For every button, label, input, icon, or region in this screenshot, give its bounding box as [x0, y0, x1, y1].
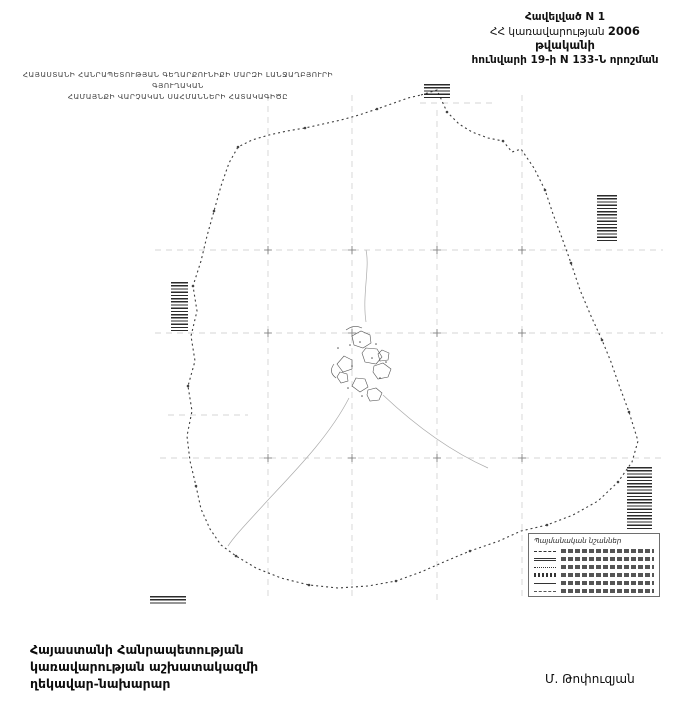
signature-line1: Հայաստանի Հանրապետության	[30, 642, 244, 657]
signature-line2: կառավարության աշխատակազմի	[30, 659, 259, 674]
legend-label-bar	[561, 557, 654, 561]
annotation-block-top	[424, 84, 450, 99]
signer-name: Մ. Թոփուզյան	[545, 672, 635, 686]
settlement-cluster	[331, 326, 392, 402]
legend-row	[534, 547, 654, 555]
appendix-line3: հունվարի 19-ի N 133-Ն որոշման	[471, 53, 659, 66]
road-lines	[227, 249, 489, 547]
map-title-line1: ՀԱՅԱՍՏԱՆԻ ՀԱՆՐԱՊԵՏՈՒԹՅԱՆ ԳԵՂԱՐՔՈՒՆԻՔԻ ՄԱ…	[22, 70, 334, 90]
annotation-column-left	[171, 282, 188, 331]
appendix-line2-text: ՀՀ կառավարության	[490, 25, 608, 38]
legend-row	[534, 555, 654, 563]
boundary-markers	[186, 107, 631, 587]
map-title-line2: ՀԱՄԱՅՆՔԻ ՎԱՐՉԱԿԱՆ ՍԱՀՄԱՆՆԵՐԻ ՀԱՏԱԿԱԳԻԾԸ	[67, 92, 289, 101]
legend-symbol-grid	[534, 590, 556, 592]
legend-row	[534, 579, 654, 587]
legend-row	[534, 563, 654, 571]
legend-label-bar	[561, 565, 654, 569]
signature-line3: ղեկավար-նախարար	[30, 676, 171, 691]
legend-title: Պայմանական նշաններ	[534, 537, 622, 545]
legend-symbol-road	[534, 557, 556, 561]
appendix-line2: ՀՀ կառավարության 2006 թվականի	[460, 23, 670, 54]
grid-cross-marks	[264, 246, 526, 462]
annotation-column-right-lower	[627, 467, 652, 530]
legend-label-bar	[561, 549, 654, 553]
legend-label-bar	[561, 589, 654, 593]
annotation-column-right-upper	[597, 195, 617, 242]
legend-symbol-settlement	[534, 573, 556, 577]
signature-block: Հայաստանի Հանրապետության կառավարության ա…	[30, 641, 258, 692]
grid-lines	[155, 95, 663, 600]
appendix-line1: Հավելված N 1	[524, 11, 606, 23]
legend-label-bar	[561, 581, 654, 585]
legend-row	[534, 587, 654, 595]
legend-symbol-parcel	[534, 566, 556, 568]
legend-symbol-line	[534, 582, 556, 584]
appendix-block: Հավելված N 1 ՀՀ կառավարության 2006 թվակա…	[460, 11, 670, 67]
appendix-line2-year: 2006 թվականի	[535, 23, 640, 52]
map-title: ՀԱՅԱՍՏԱՆԻ ՀԱՆՐԱՊԵՏՈՒԹՅԱՆ ԳԵՂԱՐՔՈՒՆԻՔԻ ՄԱ…	[2, 69, 354, 102]
legend-label-bar	[561, 573, 654, 577]
legend-row	[534, 571, 654, 579]
annotation-scale-note	[150, 596, 186, 604]
legend-symbol-boundary	[534, 550, 556, 552]
community-boundary	[186, 89, 639, 589]
legend-box: Պայմանական նշաններ	[528, 533, 660, 597]
